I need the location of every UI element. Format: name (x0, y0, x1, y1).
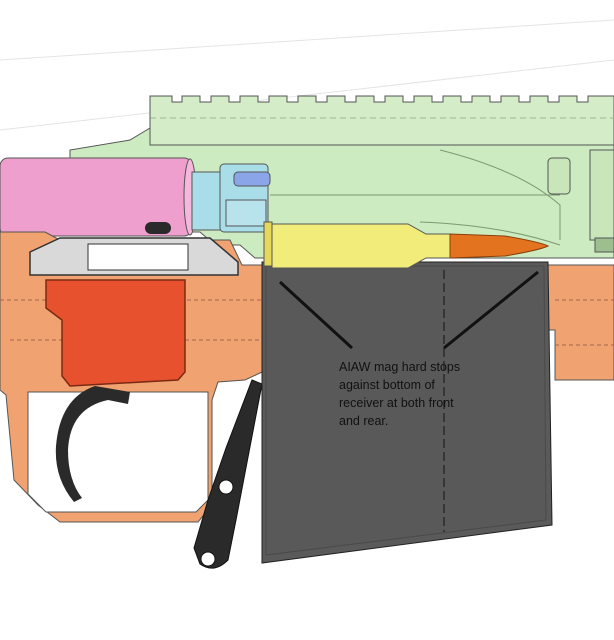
annotation-line-1: AIAW mag hard stops (339, 360, 461, 374)
mag-release-lever-icon (193, 379, 263, 569)
magazine-annotation: AIAW mag hard stops against bottom of re… (339, 358, 489, 430)
scope-rail (149, 95, 614, 146)
bolt-collar (191, 163, 271, 233)
trigger-guard-block (45, 279, 186, 387)
trigger-icon (55, 386, 130, 502)
annotation-line-3: receiver at both front (339, 396, 454, 410)
annotation-line-2: against bottom of (339, 378, 435, 392)
indicator-line-rear (278, 280, 354, 350)
background-hatch (0, 19, 614, 131)
annotation-line-4: and rear. (339, 414, 389, 428)
trigger-housing (29, 222, 239, 276)
aiaw-magazine (261, 261, 553, 564)
indicator-line-front (443, 270, 539, 350)
receiver-front-detail (547, 149, 614, 253)
cartridge (263, 221, 550, 269)
